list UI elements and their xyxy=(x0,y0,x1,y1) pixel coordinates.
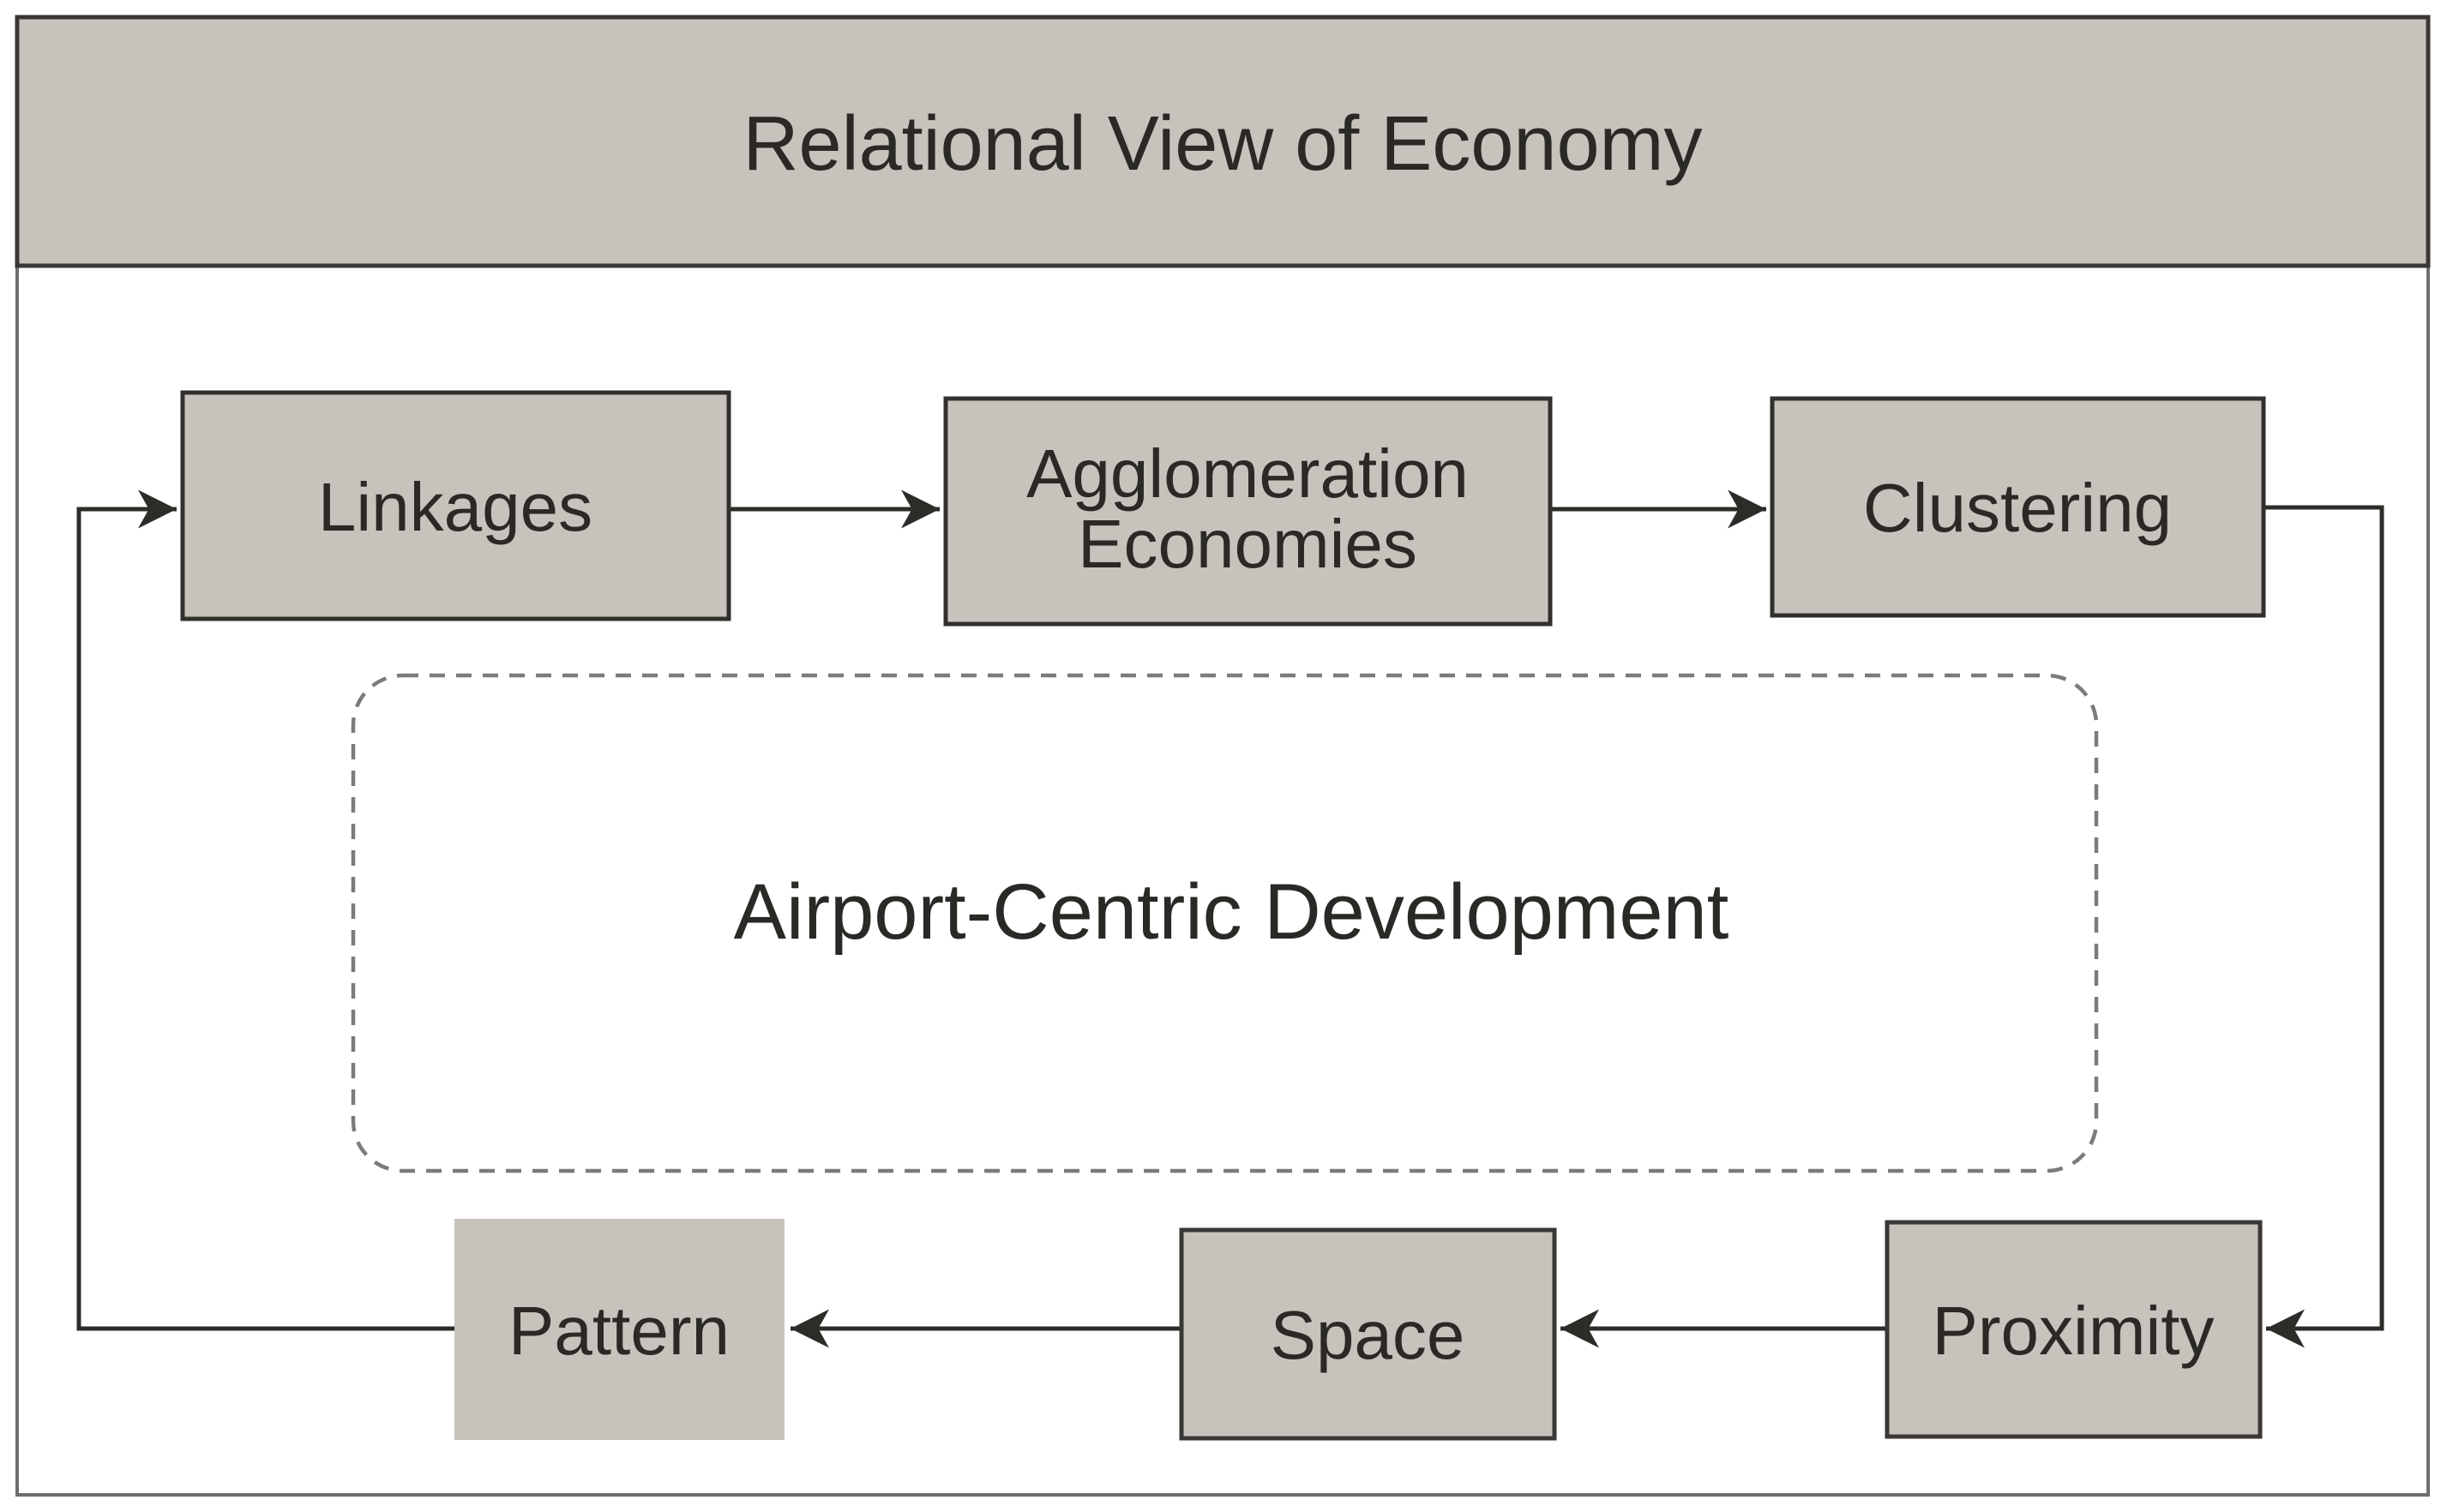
edge-clustering-to-proximity xyxy=(2264,505,2384,1348)
node-linkages: Linkages xyxy=(180,390,731,621)
title-band xyxy=(15,15,2431,268)
diagram-title: Relational View of Economy xyxy=(743,101,1703,187)
connectors xyxy=(76,489,2384,1348)
airport-centric-development-label: Airport-Centric Development xyxy=(734,868,1729,956)
node-agglomeration-economies: Agglomeration Economies xyxy=(943,396,1553,627)
proximity-box xyxy=(1885,1220,2263,1439)
node-pattern: Pattern xyxy=(454,1219,785,1440)
pattern-label: Pattern xyxy=(508,1293,730,1369)
linkages-box xyxy=(180,390,731,621)
node-space: Space xyxy=(1179,1227,1557,1441)
agglomeration-economies-label-line2: Economies xyxy=(1078,506,1417,582)
pattern-box xyxy=(454,1219,785,1440)
node-clustering: Clustering xyxy=(1770,396,2266,618)
node-proximity: Proximity xyxy=(1885,1220,2263,1439)
agglomeration-economies-label-line1: Agglomeration xyxy=(1026,435,1469,512)
linkages-label: Linkages xyxy=(318,469,592,545)
space-box xyxy=(1179,1227,1557,1441)
agglomeration-economies-box xyxy=(943,396,1553,627)
proximity-label: Proximity xyxy=(1933,1293,2215,1369)
space-label: Space xyxy=(1271,1297,1465,1373)
edge-pattern-to-linkages xyxy=(76,489,454,1331)
airport-centric-development-dashed-box xyxy=(351,673,2099,1173)
clustering-box xyxy=(1770,396,2266,618)
clustering-label: Clustering xyxy=(1863,470,2172,546)
